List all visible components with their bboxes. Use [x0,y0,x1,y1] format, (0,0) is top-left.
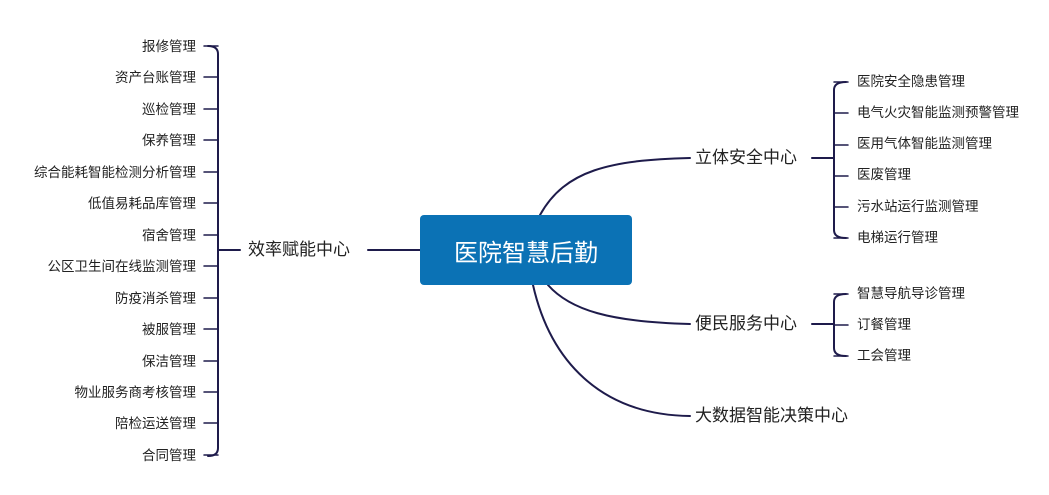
leaf-item: 被服管理 [142,322,196,338]
root-title: 医院智慧后勤 [454,238,598,267]
leaf-item: 低值易耗品库管理 [88,196,196,212]
leaf-item: 医院安全隐患管理 [857,74,965,90]
connector-root-safety [539,157,691,216]
leaf-item: 综合能耗智能检测分析管理 [34,165,196,181]
root-node: 医院智慧后勤 [420,215,632,285]
leaf-item: 电气火灾智能监测预警管理 [857,105,1019,121]
leaf-item: 医用气体智能监测管理 [857,136,992,152]
leaf-item: 资产台账管理 [115,70,196,86]
leaf-item: 防疫消杀管理 [115,291,196,307]
leaf-item: 污水站运行监测管理 [857,199,979,215]
leaf-item: 报修管理 [142,39,196,55]
bracket-left [207,45,219,457]
leaf-item: 合同管理 [142,448,196,464]
leaf-item: 物业服务商考核管理 [74,385,197,401]
leaf-item: 巡检管理 [142,102,196,118]
leaf-item: 宿舍管理 [142,228,196,244]
branch-label: 便民服务中心 [695,314,797,334]
bracket-safety [833,81,847,239]
leaf-item: 医废管理 [857,167,911,183]
branch-safety: 立体安全中心 [695,148,797,168]
leaf-item: 工会管理 [857,348,911,364]
leaf-item: 陪检运送管理 [115,416,196,432]
branch-label: 大数据智能决策中心 [695,406,848,426]
branch-bigdata: 大数据智能决策中心 [695,406,848,426]
leaf-item: 公区卫生间在线监测管理 [47,259,197,275]
leaf-item: 保养管理 [142,133,196,149]
branch-service: 便民服务中心 [695,314,797,334]
branch-efficiency: 效率赋能中心 [248,240,350,260]
branch-label: 效率赋能中心 [248,240,350,260]
leaf-item: 电梯运行管理 [857,230,938,246]
leaf-item: 智慧导航导诊管理 [857,286,965,302]
leaf-item: 订餐管理 [857,317,911,333]
branch-label: 立体安全中心 [695,148,797,168]
connector-root-bigdata [532,284,691,417]
connector-root-service [547,284,691,325]
leaf-item: 保洁管理 [142,354,196,370]
